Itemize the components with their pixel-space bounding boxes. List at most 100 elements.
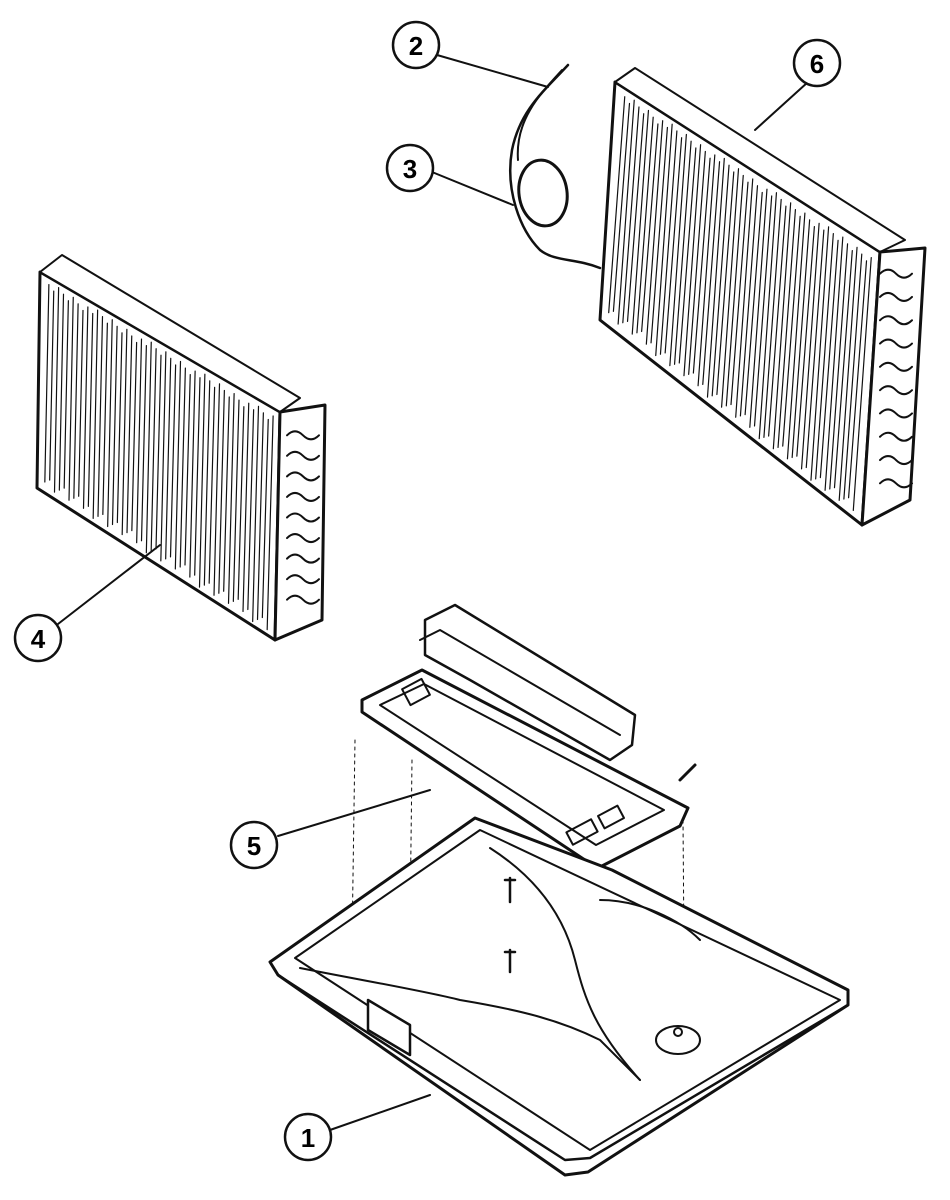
sensor-bulb-and-wire: [509, 63, 602, 270]
callout-3-label: 3: [403, 154, 417, 184]
fin-line: [107, 319, 113, 528]
fin-line: [763, 198, 782, 438]
fin-line: [673, 140, 692, 365]
fin-line: [692, 157, 711, 374]
fin-line: [702, 161, 721, 386]
fin-line: [716, 171, 735, 396]
fin-line: [261, 418, 269, 619]
tube-bend: [286, 594, 320, 605]
fin-line: [688, 150, 706, 375]
fin-line: [782, 215, 801, 447]
fin-line: [768, 205, 787, 437]
tube-bend: [879, 455, 913, 466]
callout-1-label: 1: [301, 1123, 315, 1153]
fin-line: [819, 239, 839, 479]
fin-line: [131, 341, 138, 532]
fin-line: [136, 338, 143, 544]
fin-line: [63, 300, 69, 489]
fin-line: [111, 325, 118, 526]
fin-line: [636, 116, 654, 334]
fin-line: [772, 202, 792, 450]
fin-line: [218, 389, 225, 594]
fin-line: [720, 168, 740, 408]
fin-line: [198, 373, 206, 588]
fin-line: [706, 157, 725, 398]
fin-line: [645, 120, 664, 345]
fin-line: [641, 123, 659, 333]
fin-line: [179, 367, 186, 568]
leader-lines: [57, 54, 809, 1131]
fin-line: [155, 354, 162, 550]
fin-line: [174, 360, 182, 570]
fin-line: [92, 309, 99, 519]
callout-4-label: 4: [31, 624, 46, 654]
tube-bend: [879, 268, 913, 279]
fin-line: [227, 392, 235, 604]
fin-line: [237, 406, 245, 600]
fin-line: [247, 409, 255, 611]
fin-line: [608, 96, 626, 314]
tube-bend: [286, 450, 320, 461]
tube-bend: [286, 491, 320, 502]
fin-line: [852, 257, 872, 512]
fin-line: [810, 226, 830, 481]
fin-line: [140, 345, 147, 542]
fin-line: [126, 335, 133, 534]
tube-bend: [879, 385, 913, 396]
fin-line: [669, 133, 687, 367]
fin-line: [68, 296, 74, 501]
fin-line: [150, 348, 157, 552]
tube-bend: [879, 478, 913, 489]
fin-line: [102, 322, 108, 516]
fin-line: [203, 380, 211, 586]
fin-line: [730, 181, 749, 406]
fin-line: [242, 402, 250, 613]
fin-line: [697, 154, 716, 387]
tube-bend: [879, 431, 913, 442]
callout-6: 6: [792, 38, 842, 88]
fin-line: [744, 191, 763, 416]
fin-line: [626, 113, 645, 323]
callout-6-label: 6: [810, 49, 824, 79]
fin-line: [612, 102, 631, 312]
coil-left-part-4: [35, 254, 327, 642]
fin-line: [232, 399, 240, 602]
callout-2-label: 2: [409, 31, 423, 61]
fin-line: [97, 316, 104, 518]
fin-line: [49, 290, 55, 481]
fin-line: [829, 243, 849, 490]
fin-line: [725, 174, 744, 407]
fin-line: [194, 377, 201, 576]
fin-line: [189, 370, 196, 578]
fin-line: [78, 309, 84, 497]
fin-line: [735, 178, 754, 418]
fin-line: [805, 229, 825, 469]
fin-line: [739, 185, 759, 417]
fin-line: [184, 373, 191, 566]
fin-line: [749, 188, 768, 428]
fin-line: [800, 222, 820, 470]
tube-bend: [286, 512, 320, 523]
fin-line: [650, 126, 669, 344]
fin-line: [252, 405, 260, 623]
fin-line: [847, 260, 868, 499]
tube-bend: [286, 574, 320, 585]
callout-5-label: 5: [247, 831, 261, 861]
fin-line: [58, 293, 65, 491]
fin-line: [145, 341, 152, 554]
fin-line: [622, 106, 640, 324]
fin-line: [53, 287, 60, 493]
fin-line: [833, 250, 853, 489]
fin-line: [683, 144, 702, 377]
base-pan-part-1: [268, 816, 850, 1177]
fin-line: [838, 246, 858, 501]
fin-line: [843, 253, 863, 500]
fin-line: [711, 164, 730, 397]
fin-line: [223, 396, 230, 592]
tube-bend: [879, 315, 913, 326]
fin-line: [213, 383, 221, 596]
fin-line: [678, 147, 697, 364]
callout-1: 1: [283, 1112, 333, 1162]
fin-line: [796, 226, 815, 457]
fin-line: [659, 130, 678, 355]
